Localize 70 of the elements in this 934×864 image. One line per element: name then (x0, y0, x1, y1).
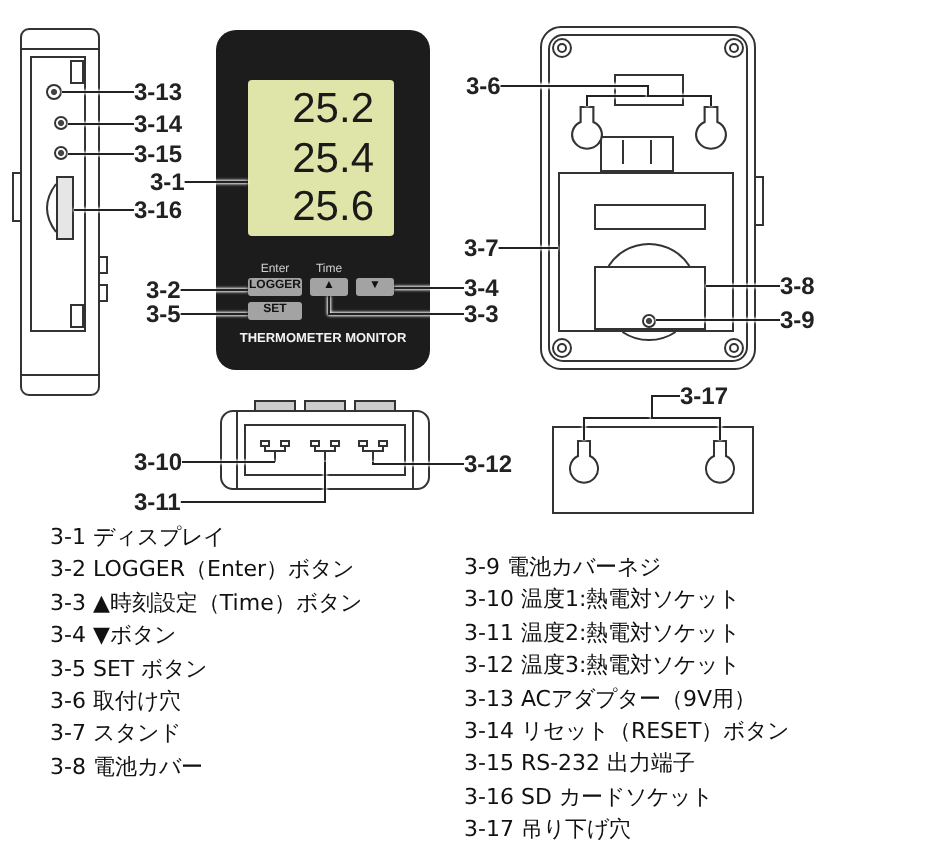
keyhole-icon (570, 106, 604, 150)
callout-number: 3-13 (134, 80, 183, 104)
reset-hole-icon (54, 116, 68, 130)
screw-icon (642, 314, 656, 328)
parts-list-item: 3-10 温度1:熱電対ソケット (464, 586, 741, 615)
callout-number: 3-10 (134, 450, 183, 474)
leader-line (61, 91, 135, 93)
leader-line (73, 209, 135, 211)
leader-line (497, 247, 559, 249)
parts-list-item: 3-8 電池カバー (50, 753, 203, 782)
callout-number: 3-15 (134, 142, 183, 166)
lcd-screen (248, 80, 394, 236)
parts-list-item: 3-17 吊り下げ穴 (464, 816, 631, 845)
leader-line (651, 395, 721, 441)
parts-list-item: 3-15 RS-232 出力端子 (464, 750, 696, 779)
parts-list-item: 3-4 ▼ボタン (50, 622, 176, 651)
display-reading: 25.2 (292, 90, 374, 129)
parts-list-item: 3-3 ▲時刻設定（Time）ボタン (50, 589, 362, 618)
callout-number: 3-6 (466, 74, 501, 98)
display-reading: 25.4 (292, 139, 374, 177)
callout-number: 3-8 (780, 274, 815, 298)
callout-number: 3-3 (464, 302, 499, 326)
callout-number: 3-12 (464, 452, 513, 476)
leader-line (372, 461, 465, 465)
leader-line (705, 285, 781, 287)
parts-list-item: 3-7 スタンド (50, 720, 181, 749)
callout-number: 3-2 (146, 278, 181, 302)
leader-line (67, 123, 135, 125)
leader-line (328, 295, 465, 315)
jack-icon (54, 146, 68, 160)
parts-list-item: 3-14 リセット（RESET）ボタン (464, 718, 790, 746)
parts-list-item: 3-12 温度3:熱電対ソケット (464, 652, 741, 681)
callout-number: 3-14 (134, 112, 183, 136)
socket-icon (310, 440, 340, 462)
callout-number: 3-7 (464, 236, 499, 260)
leader-line (179, 313, 249, 315)
leader-line (183, 181, 249, 183)
parts-list-item: 3-5 SET ボタン (50, 655, 208, 684)
callout-number: 3-9 (780, 308, 815, 332)
callout-number: 3-1 (150, 170, 185, 194)
jack-icon (46, 84, 62, 100)
leader-line (179, 461, 326, 503)
socket-icon (358, 440, 388, 462)
parts-list-item: 3-16 SD カードソケット (464, 783, 713, 812)
parts-list-item: 3-1 ディスプレイ (50, 524, 225, 552)
parts-list-item: 3-9 電池カバーネジ (464, 554, 661, 582)
display-reading: 25.6 (292, 187, 374, 226)
parts-list-item: 3-6 取付け穴 (50, 688, 181, 716)
leader-line (181, 461, 276, 463)
leader-line (179, 289, 249, 291)
leader-line (67, 153, 135, 155)
leader-line (499, 85, 712, 107)
parts-list-item: 3-2 LOGGER（Enter）ボタン (50, 556, 355, 585)
socket-icon (260, 440, 290, 462)
keyhole-icon (704, 440, 736, 484)
parts-list-item: 3-13 ACアダプター（9V用） (464, 685, 756, 714)
callout-number: 3-4 (464, 276, 499, 300)
leader-line (393, 287, 465, 289)
battery-cover (594, 266, 706, 330)
callout-number: 3-17 (680, 384, 729, 408)
callout-number: 3-16 (134, 198, 183, 222)
card-slot-icon (56, 176, 74, 240)
keyhole-icon (694, 106, 728, 150)
keyhole-icon (568, 440, 600, 484)
callout-number: 3-5 (146, 302, 181, 326)
leader-line (655, 319, 781, 321)
device-front-body (216, 30, 430, 370)
parts-list-item: 3-11 温度2:熱電対ソケット (464, 619, 741, 648)
callout-number: 3-11 (134, 490, 181, 514)
stand-panel (558, 172, 734, 332)
